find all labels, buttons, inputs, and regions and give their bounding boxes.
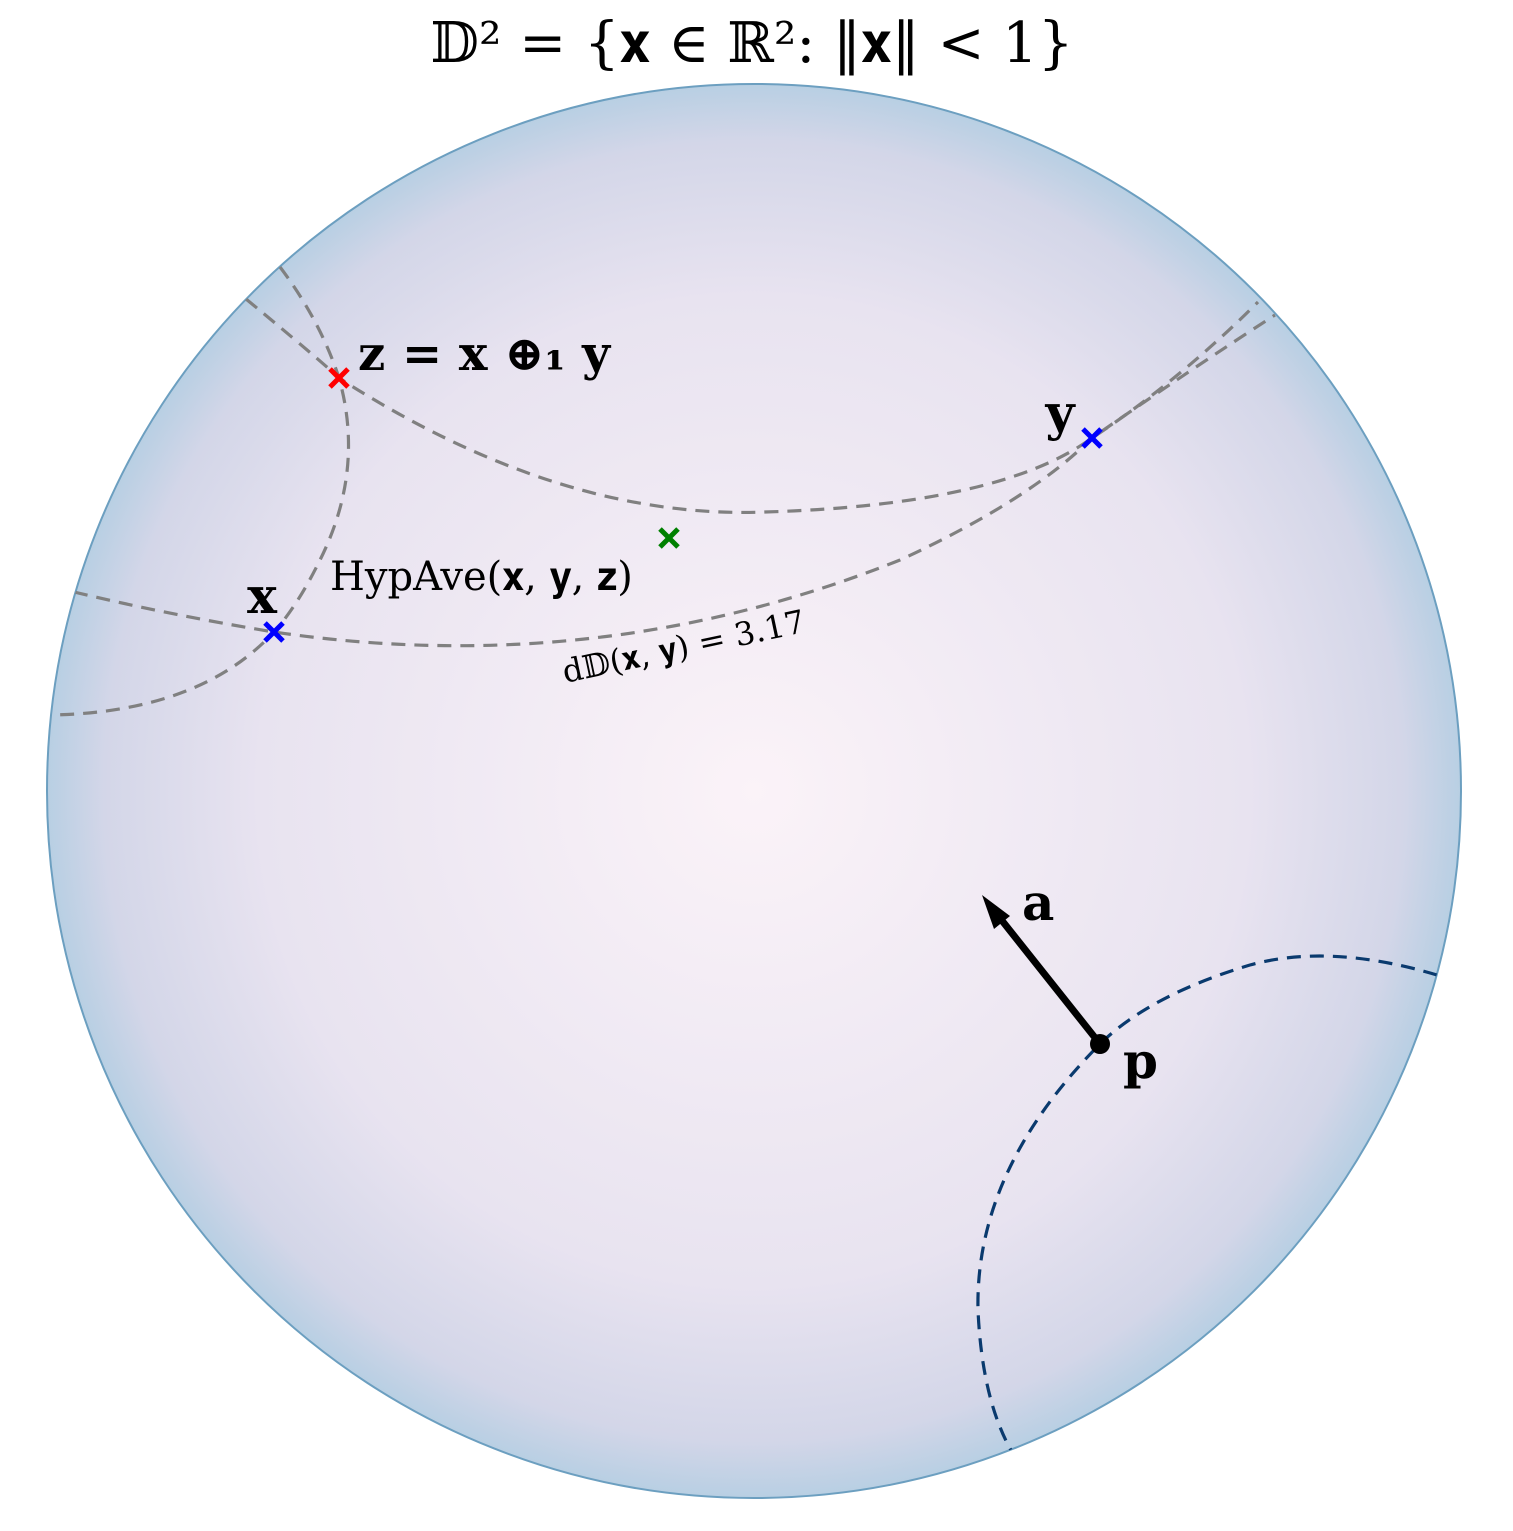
label-z-mobius-sum: 𝐳 = 𝐱 ⊕₁ 𝐲 — [358, 326, 612, 382]
point-x-marker — [263, 621, 285, 643]
label-p: 𝐩 — [1123, 1031, 1158, 1090]
vector-a-arrowhead — [982, 895, 1010, 929]
poincare-disk — [46, 83, 1462, 1499]
point-z-marker — [328, 367, 350, 389]
disk-definition-title: 𝔻² = {𝐱 ∈ ℝ²: ‖𝐱‖ < 1} — [430, 11, 1073, 76]
geodesic-z-x — [51, 266, 351, 717]
normal-vector-a — [987, 901, 1103, 1047]
label-a: 𝐚 — [1022, 873, 1054, 932]
point-y-marker — [1081, 427, 1103, 449]
label-y: 𝐲 — [1044, 383, 1076, 442]
point-p — [1090, 1034, 1110, 1054]
label-x: 𝐱 — [247, 566, 278, 625]
label-hyperbolic-average: HypAve(𝐱, 𝐲, 𝐳) — [330, 554, 633, 600]
point-average-marker — [658, 527, 680, 549]
geodesic-x-y — [73, 313, 1276, 648]
